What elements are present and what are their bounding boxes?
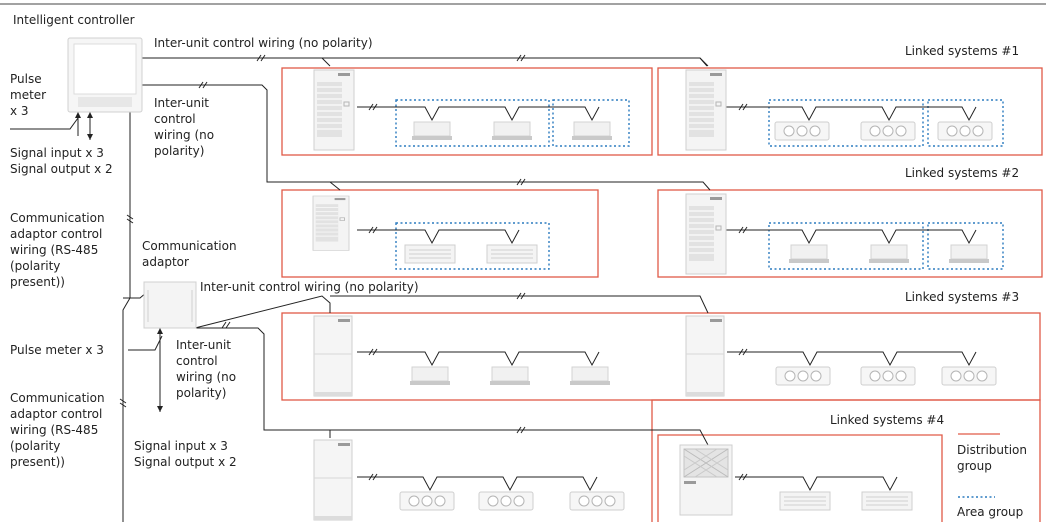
intelligent-controller-device: [67, 37, 143, 113]
communication-adaptor-device: [143, 281, 197, 329]
signal-arrows: [75, 112, 163, 412]
comm-wiring-label-1: Communication adaptor control wiring (RS…: [10, 211, 108, 289]
pulse-meter-label-mid: Pulse meter x 3: [10, 343, 104, 357]
distribution-groups: [281, 67, 1043, 522]
distribution-box-2b: [657, 189, 1043, 278]
legend: Distribution group Area group: [957, 433, 1031, 519]
inter-unit-wiring-label-side-1: Inter-unit control wiring (no polarity): [154, 96, 218, 158]
distribution-box-3: [281, 312, 1041, 401]
communication-adaptor-label: Communication adaptor: [142, 239, 240, 269]
linked-systems-2-label: Linked systems #2: [905, 166, 1019, 180]
outdoor-units: [312, 69, 733, 521]
legend-distribution-label: Distribution group: [957, 443, 1031, 473]
inter-unit-wiring-label-side-2: Inter-unit control wiring (no polarity): [176, 338, 240, 400]
inter-unit-wiring-label-top: Inter-unit control wiring (no polarity): [154, 36, 373, 50]
wire-slashes: [119, 54, 748, 481]
distribution-box-1a: [281, 67, 653, 156]
linked-systems-3-label: Linked systems #3: [905, 290, 1019, 304]
signal-label-1: Signal input x 3 Signal output x 2: [10, 146, 113, 176]
inter-unit-wiring-label-mid: Inter-unit control wiring (no polarity): [200, 280, 419, 294]
signal-label-2: Signal input x 3 Signal output x 2: [134, 439, 237, 469]
area-groups: [395, 99, 1004, 270]
legend-area-label: Area group: [957, 505, 1023, 519]
distribution-box-2a: [281, 189, 599, 278]
distribution-box-1b: [657, 67, 1043, 156]
pulse-meter-label-top: Pulse meter x 3: [10, 72, 50, 118]
distribution-box-4-inner: [657, 434, 943, 522]
comm-wiring-label-2: Communication adaptor control wiring (RS…: [10, 391, 108, 469]
intelligent-controller-label: Intelligent controller: [13, 13, 135, 27]
linked-systems-4-label: Linked systems #4: [830, 413, 944, 427]
linked-systems-1-label: Linked systems #1: [905, 44, 1019, 58]
distribution-box-4: [651, 399, 1041, 522]
